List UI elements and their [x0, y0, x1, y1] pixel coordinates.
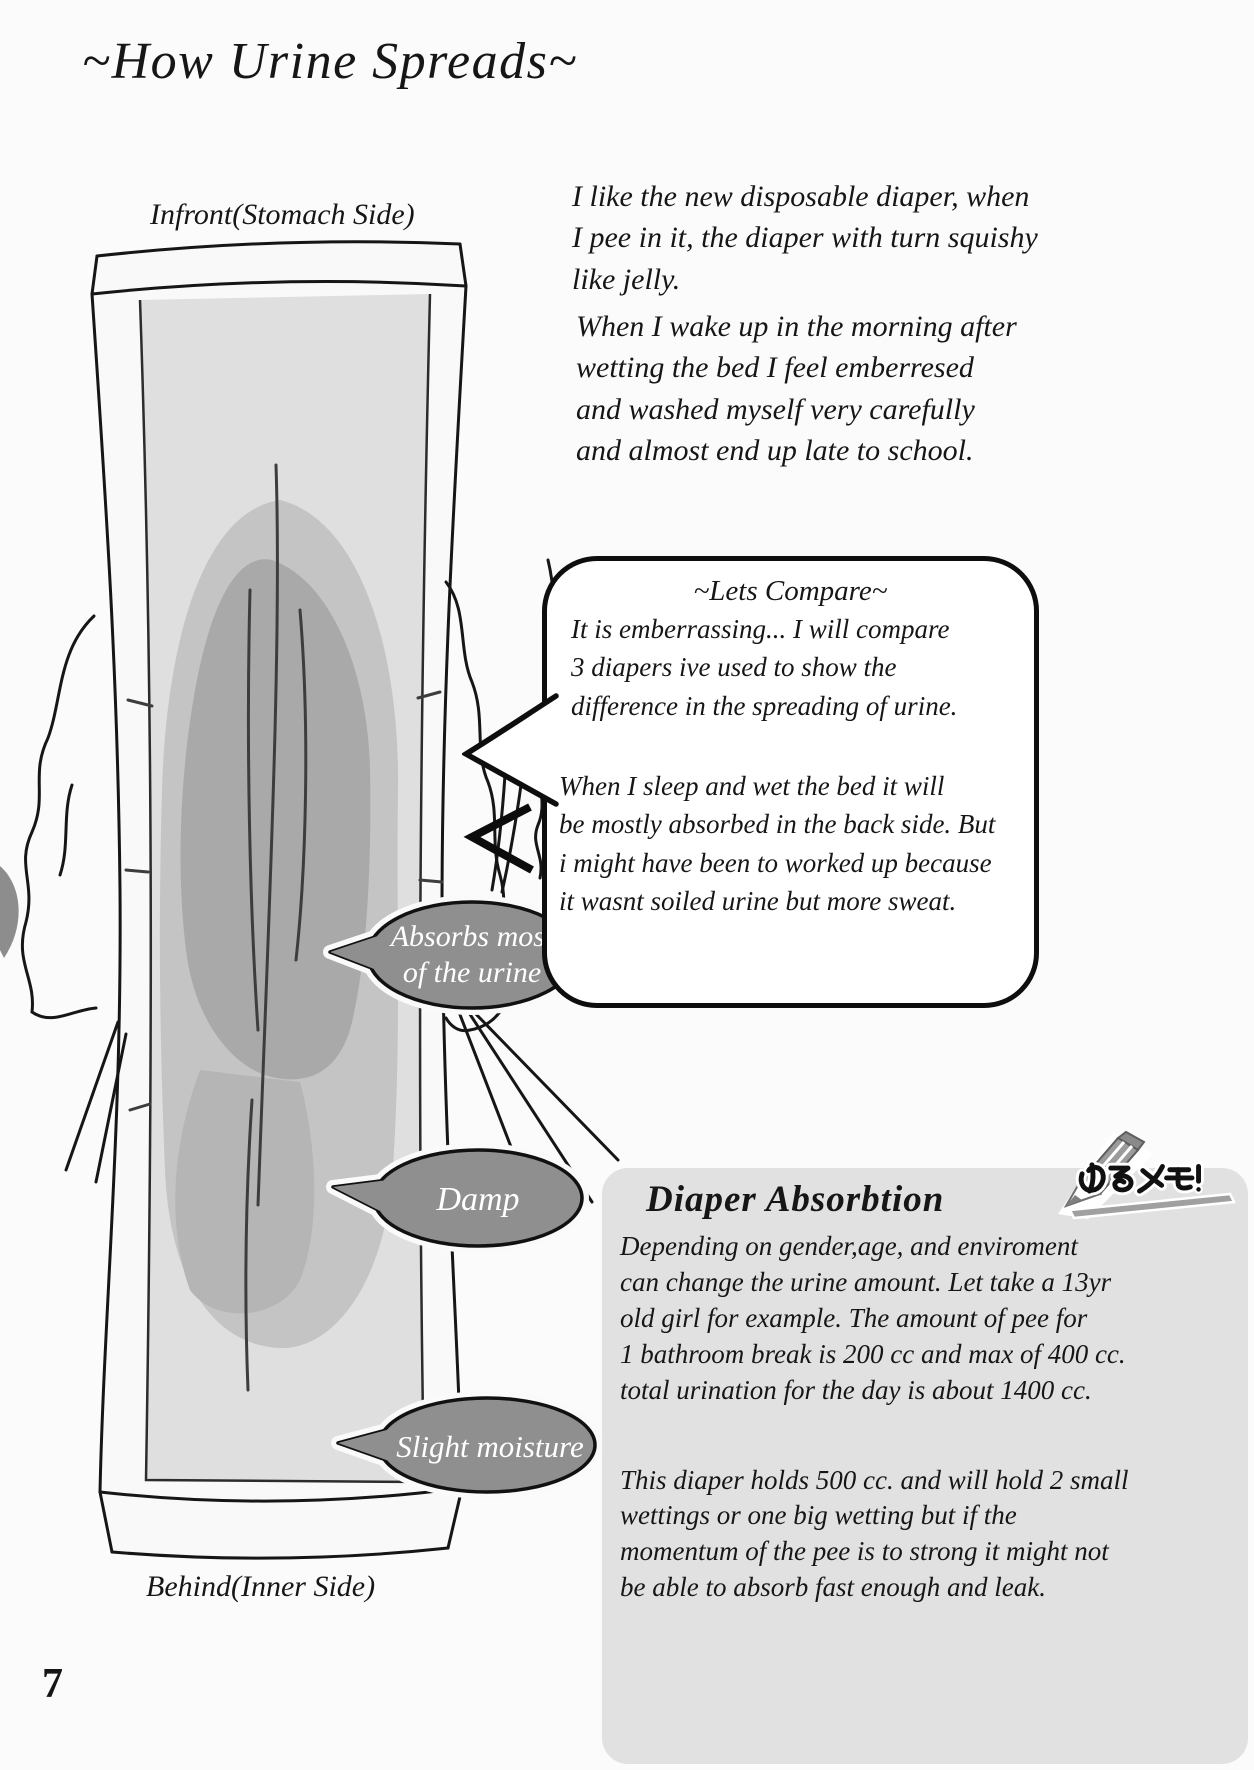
diagram-top-label: Infront(Stomach Side) [150, 198, 415, 231]
memo-underline [1068, 1192, 1236, 1220]
speech-bubble-tail [462, 693, 559, 807]
speech-bubble: ~Lets Compare~ It is emberrassing... I w… [542, 556, 1039, 1008]
note-box-para1: Depending on gender,age, and enviroment … [620, 1231, 1126, 1405]
callout-absorbs-line2: of the urine [403, 956, 541, 989]
callout-damp-label: Damp [435, 1181, 519, 1218]
note-box-para2: This diaper holds 500 cc. and will hold … [620, 1464, 1129, 1603]
wet-area-mid [175, 1070, 315, 1314]
wet-area-core [180, 559, 371, 1080]
speech-bubble-body2: When I sleep and wet the bed it will be … [559, 770, 996, 916]
callout-absorbs-line1: Absorbs most [389, 920, 554, 953]
note-box-heading: Diaper Absorbtion [646, 1179, 945, 1220]
fold-chevron [463, 803, 534, 874]
left-wing-shadow [0, 866, 19, 958]
speech-bubble-heading: ~Lets Compare~ [693, 575, 888, 607]
diaper-diagram: Absorbs most of the urine Damp Slight mo… [0, 240, 620, 1560]
narration-morning: When I wake up in the morning after wett… [576, 310, 1017, 468]
speech-bubble-body1: It is emberrassing... I will compare 3 d… [571, 614, 958, 721]
callout-slight-moisture-label: Slight moisture [396, 1429, 584, 1464]
diagram-bottom-label: Behind(Inner Side) [146, 1570, 376, 1603]
left-wing [20, 614, 128, 1184]
memo-kana-text [1075, 1159, 1204, 1197]
callout-bubble-damp: Damp [326, 1143, 589, 1253]
note-box: Diaper Absorbtion Depending on gender,ag… [602, 1168, 1248, 1764]
crease-lines [124, 463, 444, 1392]
pad-outline [138, 293, 432, 1484]
callout-bubble-slight-moisture: Slight moisture [331, 1391, 602, 1499]
page-title: ~How Urine Spreads~ [82, 33, 578, 90]
page-number: 7 [42, 1661, 63, 1707]
narration-intro: I like the new disposable diaper, when I… [572, 180, 1038, 296]
memo-badge [1058, 1130, 1236, 1220]
